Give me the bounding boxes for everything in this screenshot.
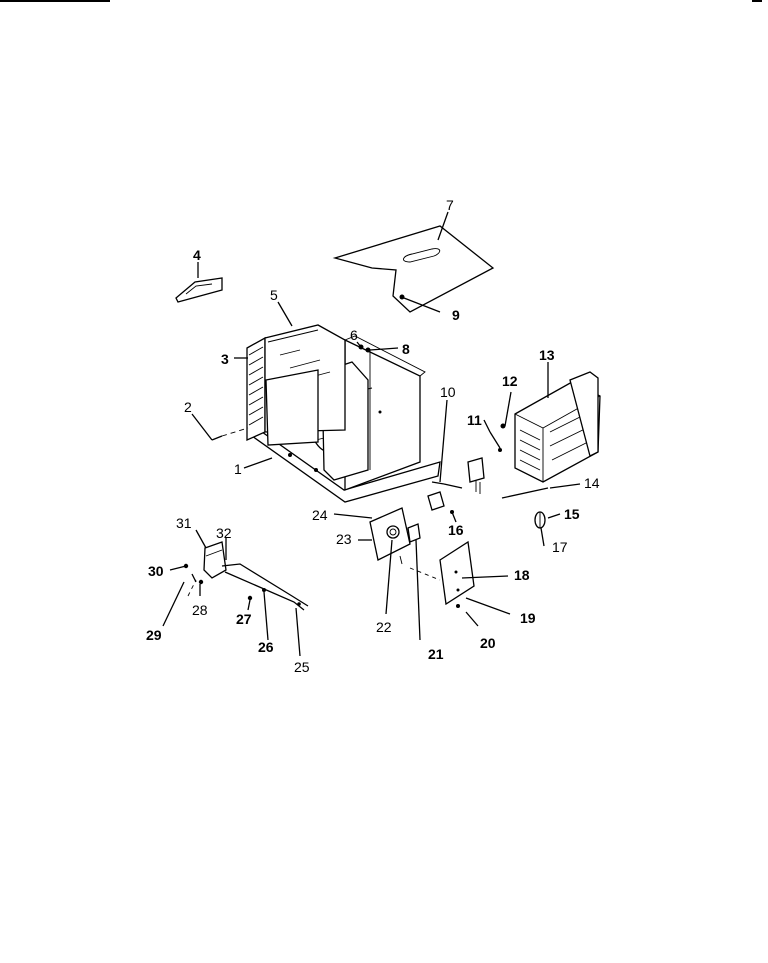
callout-labels: 1 2 3 4 5 6 7 8 9 10 11 12 13 14 15 16 1… [146,197,600,675]
part-control-cover [409,540,475,606]
callout-30: 30 [148,563,164,579]
callout-27: 27 [236,611,252,627]
callout-26: 26 [258,639,274,655]
callout-29: 29 [146,627,162,643]
part-bracket [175,277,223,303]
callout-18: 18 [514,567,530,583]
callout-7: 7 [446,197,454,213]
callout-1: 1 [234,461,242,477]
part-top-cover [332,225,495,313]
callout-9: 9 [452,307,460,323]
part-screw-20 [456,604,479,627]
part-evaporator-coil [246,324,346,446]
callout-2: 2 [184,399,192,415]
part-screws-11-12 [489,423,506,452]
callout-11: 11 [467,412,482,428]
part-screws-28-30 [183,563,266,601]
part-knob-15 [534,511,546,529]
part-relay-16 [427,491,454,514]
callout-8: 8 [402,341,410,357]
part-screw-2 [211,427,249,441]
callout-5: 5 [270,287,278,303]
callout-15: 15 [564,506,580,522]
callout-31: 31 [176,515,192,531]
callout-32: 32 [216,525,232,541]
callout-22: 22 [376,619,392,635]
part-capacitor [203,541,227,579]
callout-3: 3 [221,351,229,367]
callout-10: 10 [440,384,456,400]
callout-20: 20 [480,635,496,651]
callout-19: 19 [520,610,536,626]
part-condenser-coil [514,371,601,483]
callout-13: 13 [539,347,555,363]
callout-16: 16 [448,522,464,538]
callout-24: 24 [312,507,328,523]
part-control-panel [369,507,421,565]
callout-21: 21 [428,646,444,662]
callout-4: 4 [193,247,201,263]
callout-17: 17 [552,539,568,555]
callout-14: 14 [584,475,600,491]
callout-25: 25 [294,659,310,675]
callout-6: 6 [350,327,358,343]
callout-12: 12 [502,373,518,389]
callout-28: 28 [192,602,208,618]
callout-23: 23 [336,531,352,547]
leader-lines [162,211,581,657]
part-bracket-10 [431,457,485,494]
part-wire-14 [501,487,549,499]
part-capacitor-strap [221,563,309,611]
